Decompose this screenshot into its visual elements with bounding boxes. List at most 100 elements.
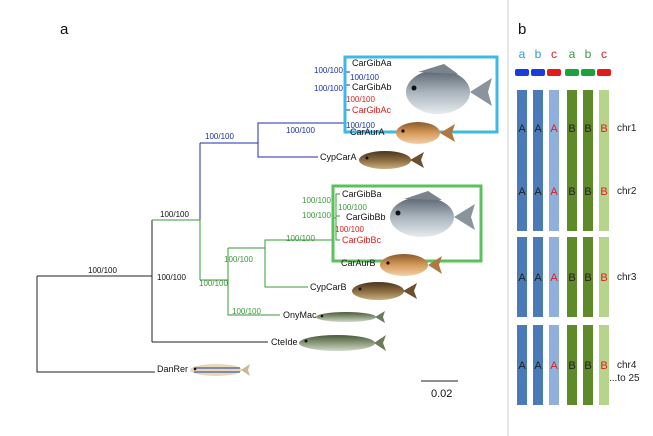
chromosome-bar-r3-c4 <box>583 325 593 405</box>
taxon-danrer: DanRer <box>157 364 188 374</box>
chromosome-label-chr4: chr4 <box>617 360 637 371</box>
support-clade-a-ab: 100/100 <box>350 73 379 82</box>
support-clade-b-gib: 100/100 <box>302 196 331 205</box>
branch-clade-b-inner <box>228 239 333 249</box>
chromosome-bar-r0-c0 <box>517 90 527 166</box>
chromosome-label-chr3: chr3 <box>617 272 637 283</box>
support-clade-a-ac: 100/100 <box>346 95 375 104</box>
chromosome-letter-r3-c5: B <box>600 360 607 372</box>
taxon-cargibab: CarGibAb <box>352 82 392 92</box>
taxon-cargibaa: CarGibAa <box>352 58 392 68</box>
chromosome-letter-r2-c5: B <box>600 272 607 284</box>
support-clade-b-car2: 100/100 <box>302 211 331 220</box>
chromosome-bar-r2-c5 <box>599 237 609 317</box>
chromosome-range-note: ...to 25 <box>609 373 640 384</box>
chromosome-bar-r3-c5 <box>599 325 609 405</box>
chromosome-bar-r0-c4 <box>583 90 593 166</box>
chromosome-bar-r3-c3 <box>567 325 577 405</box>
fish-image-onymac <box>316 311 385 323</box>
chromosome-bar-r3-c0 <box>517 325 527 405</box>
chromosome-bar-r2-c2 <box>549 237 559 317</box>
taxon-cargibbc: CarGibBc <box>342 235 382 245</box>
column-header-4: b <box>585 47 592 61</box>
chromosome-bar-r2-c0 <box>517 237 527 317</box>
column-header-5: c <box>601 47 607 61</box>
chromosome-bar-r0-c1 <box>533 90 543 166</box>
chromosome-letter-r2-c3: B <box>568 272 575 284</box>
chromosome-letter-r1-c4: B <box>584 186 591 198</box>
chromosome-letter-r1-c5: B <box>600 186 607 198</box>
centromere-cap-0 <box>515 69 529 76</box>
support-clade-b-car: 100/100 <box>286 234 315 243</box>
chromosome-bar-r1-c1 <box>533 151 543 231</box>
chromosome-bar-r0-c3 <box>567 90 577 166</box>
chromosome-letter-r3-c4: B <box>584 360 591 372</box>
branch-clade-a-stem <box>152 143 201 221</box>
panel-label-b: b <box>518 21 526 38</box>
chromosome-bar-r2-c1 <box>533 237 543 317</box>
support-clade-a-mid: 100/100 <box>286 126 315 135</box>
chromosome-letter-r2-c2: A <box>550 272 558 284</box>
chromosome-letter-r3-c3: B <box>568 360 575 372</box>
support-clade-b-ab: 100/100 <box>338 203 367 212</box>
chromosome-label-chr1: chr1 <box>617 123 637 134</box>
branch-cypcara <box>257 123 318 158</box>
fish-image-carpio-a <box>359 151 424 169</box>
chromosome-letter-r3-c0: A <box>518 360 526 372</box>
column-header-0: a <box>519 47 526 61</box>
support-ingroup: 100/100 <box>160 210 189 219</box>
chromosome-bar-r3-c2 <box>549 325 559 405</box>
chromosome-label-chr2: chr2 <box>617 186 637 197</box>
centromere-cap-2 <box>547 69 561 76</box>
support-clade-a-base: 100/100 <box>205 132 234 141</box>
chromosome-letter-r0-c3: B <box>568 123 575 135</box>
support-clade-a-gib: 100/100 <box>314 66 343 75</box>
chromosome-bar-r1-c5 <box>599 151 609 231</box>
chromosome-letter-r1-c2: A <box>550 186 558 198</box>
chromosome-letter-r1-c0: A <box>518 186 526 198</box>
support-clade-b-mid: 100/100 <box>224 255 253 264</box>
chromosome-bar-r1-c4 <box>583 151 593 231</box>
taxon-cypcarb: CypCarB <box>310 282 347 292</box>
support-clade-a-car: 100/100 <box>314 84 343 93</box>
chromosome-letter-r2-c0: A <box>518 272 526 284</box>
branch-clade-b-stem <box>152 219 201 280</box>
fish-image-gibelio-a <box>406 64 492 114</box>
chromosome-bar-r2-c3 <box>567 237 577 317</box>
tree-base-branches <box>36 220 268 373</box>
chromosome-letter-r0-c2: A <box>550 123 558 135</box>
chromosome-letter-r1-c3: B <box>568 186 575 198</box>
taxon-onymac: OnyMac <box>283 310 317 320</box>
chromosome-letter-r2-c1: A <box>534 272 542 284</box>
taxon-cteide: CteIde <box>271 337 298 347</box>
chromosome-letter-r3-c1: A <box>534 360 542 372</box>
branch-onymac <box>200 279 280 316</box>
branch-cypcarb <box>264 240 308 288</box>
support-clade-a-aur: 100/100 <box>346 121 375 130</box>
fish-image-danrer <box>190 364 250 376</box>
scale-bar-label: 0.02 <box>431 388 452 400</box>
chromosome-letter-r0-c4: B <box>584 123 591 135</box>
chromosome-bar-r1-c0 <box>517 151 527 231</box>
fish-image-carpio-b <box>352 282 417 300</box>
chromosome-letter-r2-c4: B <box>584 272 591 284</box>
fish-image-auratus-b <box>380 254 442 276</box>
taxon-cargibba: CarGibBa <box>342 189 382 199</box>
taxon-caraurb: CarAurB <box>341 258 376 268</box>
taxon-cargibac: CarGibAc <box>352 105 392 115</box>
chromosome-bar-r3-c1 <box>533 325 543 405</box>
branch-root-danrer <box>36 276 155 373</box>
support-ingroup-b: 100/100 <box>157 273 186 282</box>
panel-label-a: a <box>60 21 69 38</box>
centromere-cap-1 <box>531 69 545 76</box>
taxon-cypcara: CypCarA <box>320 152 357 162</box>
chromosome-letter-r1-c1: A <box>534 186 542 198</box>
taxon-caraura: CarAurA <box>350 127 385 137</box>
chromosome-bar-r2-c4 <box>583 237 593 317</box>
chromosome-letter-r0-c0: A <box>518 123 526 135</box>
chromosome-letter-r3-c2: A <box>550 360 558 372</box>
column-header-3: a <box>569 47 576 61</box>
support-onymac: 100/100 <box>232 307 261 316</box>
